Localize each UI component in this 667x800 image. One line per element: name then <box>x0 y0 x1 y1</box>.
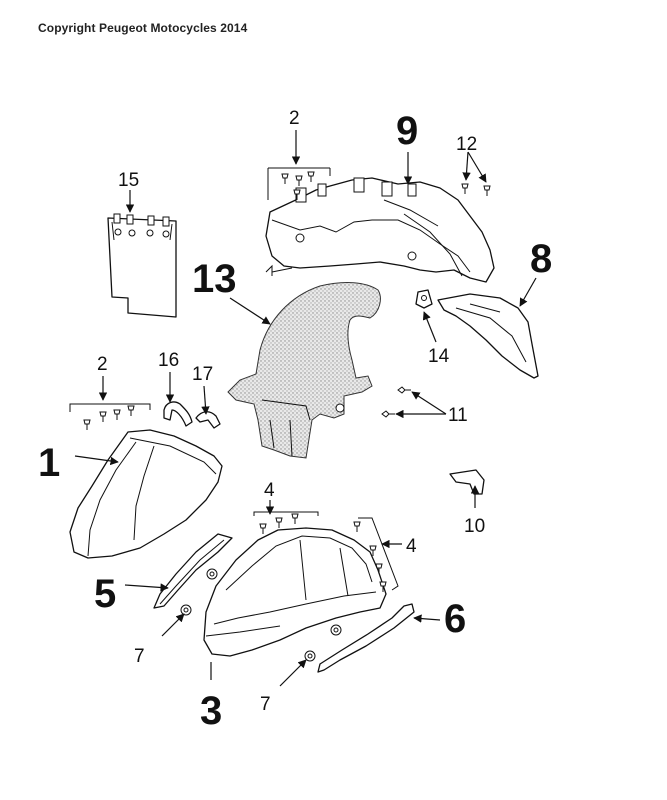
callout-7-bottom: 7 <box>260 694 271 715</box>
callout-3: 3 <box>200 689 222 733</box>
part-15-plate <box>107 213 177 318</box>
callout-15: 15 <box>118 170 139 191</box>
part-14-clip <box>415 289 433 309</box>
part-6-trim-strip <box>317 603 415 673</box>
callout-12: 12 <box>456 134 477 155</box>
callout-11: 11 <box>448 405 468 426</box>
callout-1: 1 <box>38 441 60 485</box>
leader-lines <box>74 130 537 687</box>
part-17-clip <box>195 411 221 429</box>
callout-4-right: 4 <box>406 536 417 557</box>
callout-13: 13 <box>192 257 237 301</box>
part-13-mudguard <box>227 282 381 459</box>
copyright-notice: Copyright Peugeot Motocycles 2014 <box>38 21 248 35</box>
hardware-fasteners <box>83 171 491 662</box>
callout-16: 16 <box>158 350 179 371</box>
callout-8: 8 <box>530 237 552 281</box>
screw-group-brackets <box>69 167 399 591</box>
callout-17: 17 <box>192 364 213 385</box>
callout-5: 5 <box>94 572 116 616</box>
callout-6: 6 <box>444 597 466 641</box>
part-1-front-fender <box>69 429 223 559</box>
part-16-bracket <box>163 401 193 427</box>
part-3-lower-cover <box>203 527 387 657</box>
callout-2-top: 2 <box>289 108 300 129</box>
callout-9: 9 <box>396 109 418 153</box>
part-8-rear-hugger <box>437 293 539 379</box>
part-5-trim-strip <box>153 533 233 609</box>
callout-4-top: 4 <box>264 480 275 501</box>
part-9-inner-fender <box>265 177 495 283</box>
callout-7-left: 7 <box>134 646 145 667</box>
callout-10: 10 <box>464 516 485 537</box>
callout-labels: 1 2 2 3 4 4 5 6 7 7 8 9 10 11 12 13 14 1… <box>38 108 552 733</box>
callout-14: 14 <box>428 346 450 367</box>
callout-2-left: 2 <box>97 354 108 375</box>
part-10-bracket <box>449 469 485 495</box>
